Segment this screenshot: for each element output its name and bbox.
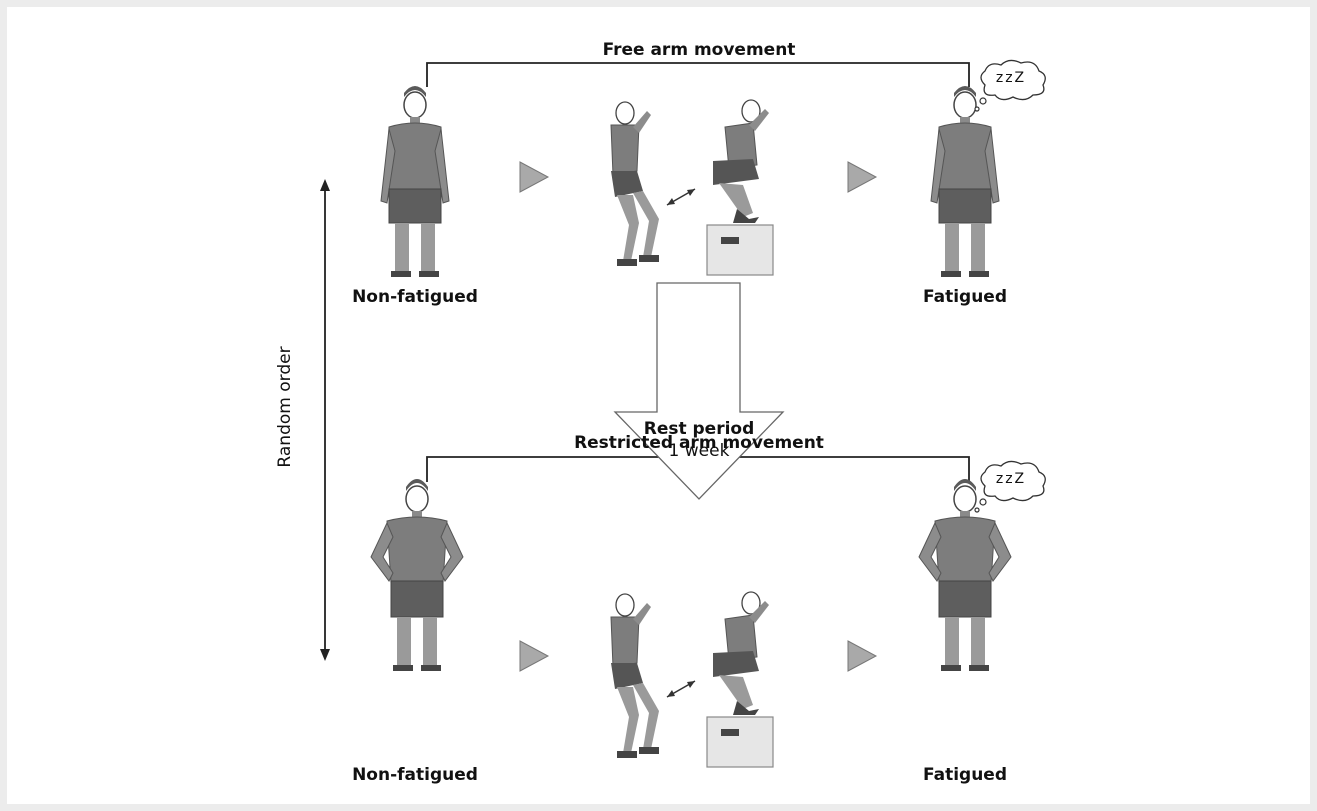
bottom-left-step-triangle: [519, 640, 550, 672]
rest-period-title: Rest period: [643, 419, 755, 439]
bottom-sleep-text: zzZ: [995, 471, 1027, 487]
bottom-non-fatigued-figure: [370, 478, 464, 672]
bottom-start-label: Non-fatigued: [352, 765, 478, 785]
bottom-condition-label: Restricted arm movement: [574, 433, 824, 453]
bottom-fatigued-figure: [918, 478, 1012, 672]
top-non-fatigued-figure: [380, 85, 450, 278]
bottom-jump-figure: [610, 591, 774, 768]
rest-period-arrow: [613, 282, 785, 500]
bottom-right-step-triangle: [847, 640, 878, 672]
top-start-label: Non-fatigued: [352, 287, 478, 307]
random-order-arrow: [320, 179, 330, 661]
random-order-label: Random order: [275, 346, 295, 468]
top-fatigued-figure: [930, 85, 1000, 278]
top-left-step-triangle: [519, 161, 550, 193]
diagram-canvas: Free arm movement Non-fatigued Fatigued …: [7, 7, 1310, 804]
top-sleep-text: zzZ: [995, 70, 1027, 86]
top-condition-bracket: [426, 62, 970, 87]
top-right-step-triangle: [847, 161, 878, 193]
diagram-svg: [320, 59, 1046, 768]
rest-period-duration: 1 week: [668, 441, 730, 461]
top-jump-figure: [610, 99, 774, 276]
top-end-label: Fatigued: [922, 287, 1008, 307]
bottom-end-label: Fatigued: [922, 765, 1008, 785]
top-condition-label: Free arm movement: [602, 40, 796, 60]
